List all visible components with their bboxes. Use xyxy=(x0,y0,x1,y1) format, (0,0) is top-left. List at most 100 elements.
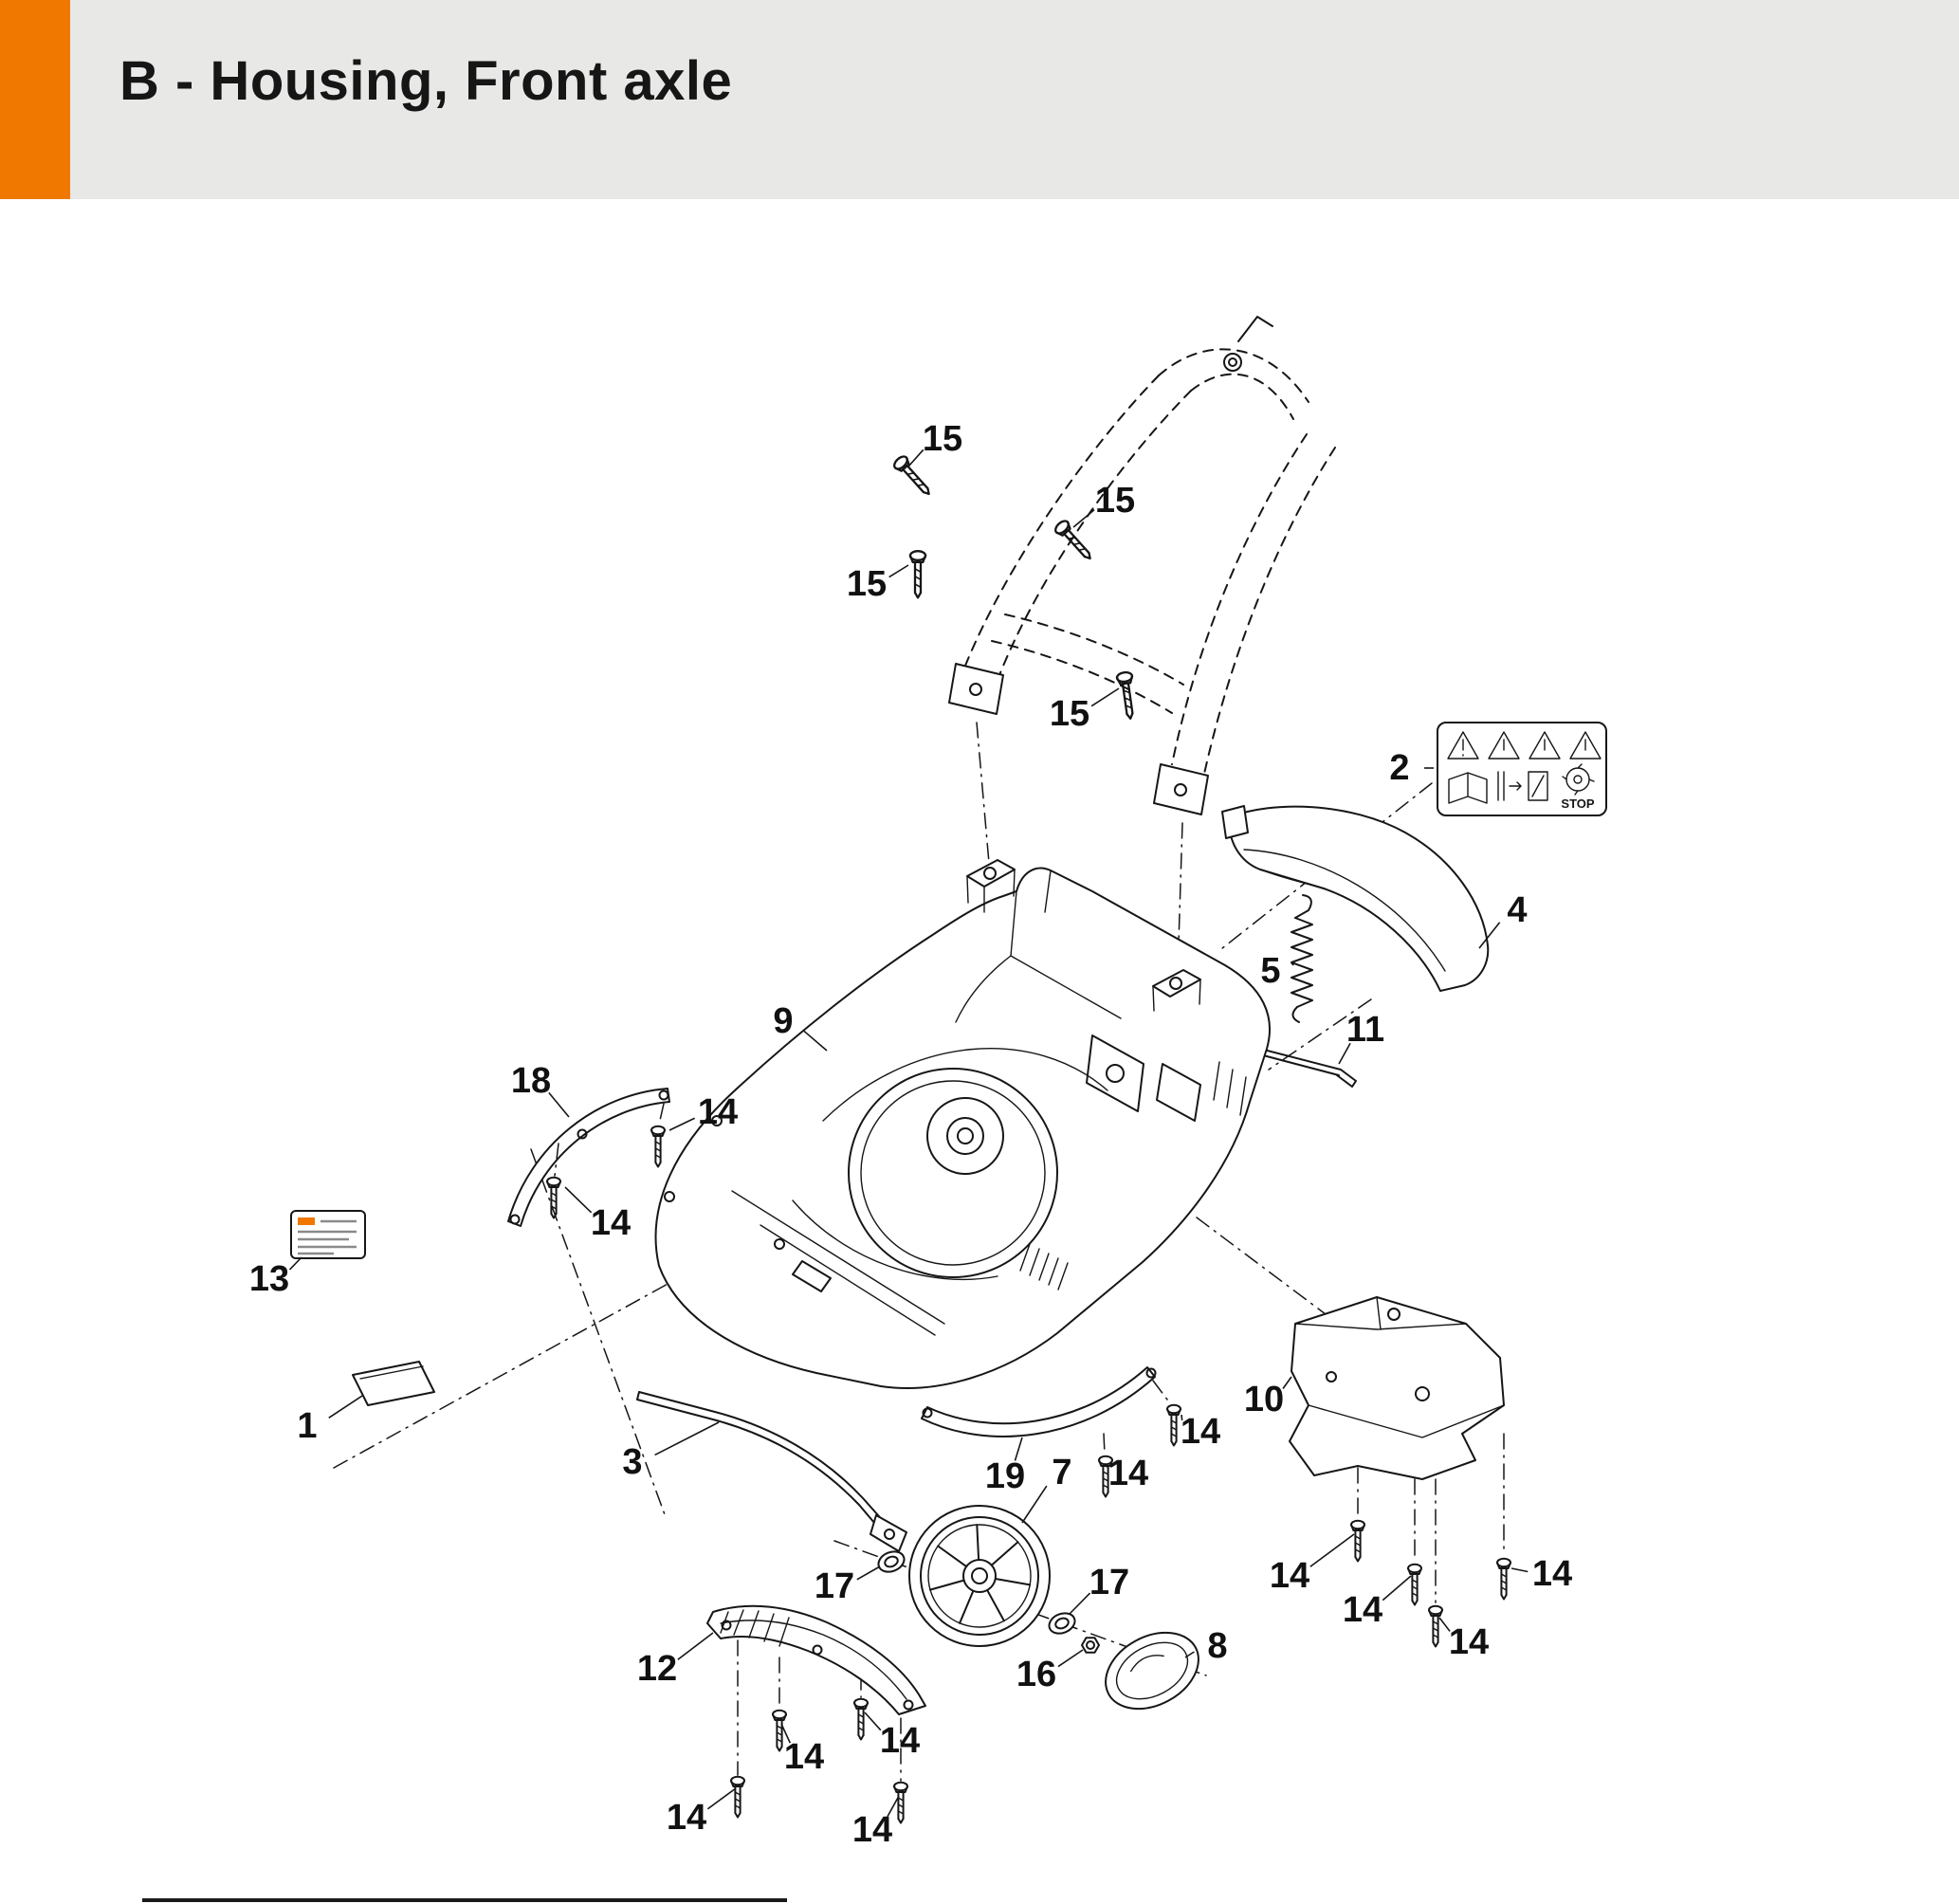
screw-icon xyxy=(650,1125,666,1168)
part-nut xyxy=(1081,1637,1100,1654)
callout-17: 17 xyxy=(1089,1563,1129,1602)
callout-leader xyxy=(1282,1376,1292,1389)
part-trim-strip-right xyxy=(921,1366,1171,1455)
stop-blade-icon xyxy=(1562,763,1595,796)
screw-icon xyxy=(908,550,927,599)
screw-icon xyxy=(1166,1403,1181,1447)
callout-2: 2 xyxy=(1389,748,1409,788)
callout-leader xyxy=(328,1395,363,1419)
callout-leader xyxy=(803,1030,828,1052)
part-rating-label xyxy=(290,1210,366,1259)
washer-icon xyxy=(1045,1608,1079,1639)
callout-14: 14 xyxy=(698,1092,738,1132)
callout-leader xyxy=(1478,922,1501,949)
callout-leader xyxy=(888,564,909,578)
callout-leader xyxy=(1072,509,1095,528)
callout-leader xyxy=(780,1723,792,1744)
callout-leader xyxy=(1057,1649,1084,1668)
screw-icon xyxy=(893,1781,908,1824)
part-card xyxy=(352,1361,435,1406)
callout-18: 18 xyxy=(511,1061,551,1101)
callout-leader xyxy=(654,1421,720,1456)
callout-14: 14 xyxy=(852,1810,892,1850)
callout-leader xyxy=(1181,1414,1183,1421)
callout-9: 9 xyxy=(773,1001,793,1041)
callout-14: 14 xyxy=(1181,1412,1220,1452)
callout-15: 15 xyxy=(1050,694,1089,734)
callout-17: 17 xyxy=(815,1566,854,1606)
callout-leader xyxy=(864,1712,882,1731)
part-housing-deck xyxy=(654,859,1271,1389)
callout-leader xyxy=(706,1787,737,1810)
part-trim-strip-left xyxy=(507,1088,670,1227)
manual-book-icon xyxy=(1448,772,1488,804)
label-logo-mark xyxy=(298,1217,315,1225)
callout-leader xyxy=(1510,1567,1529,1573)
warning-triangle-icon xyxy=(1447,731,1602,760)
callout-3: 3 xyxy=(622,1442,642,1482)
callout-14: 14 xyxy=(591,1203,631,1243)
part-front-axle xyxy=(636,1391,907,1552)
callout-leader xyxy=(564,1186,593,1214)
callout-19: 19 xyxy=(985,1456,1025,1496)
callout-14: 14 xyxy=(1270,1556,1309,1596)
part-warning-label: STOP xyxy=(1437,722,1607,816)
part-handlebar xyxy=(948,316,1336,815)
callout-leader xyxy=(1021,1485,1048,1524)
callout-10: 10 xyxy=(1244,1380,1284,1419)
callout-1: 1 xyxy=(297,1406,317,1446)
callout-13: 13 xyxy=(249,1259,289,1299)
callout-leader xyxy=(856,1565,881,1581)
part-wheel-cap xyxy=(1105,1631,1199,1711)
callout-14: 14 xyxy=(667,1798,706,1838)
part-bumper xyxy=(706,1604,926,1782)
callout-leader xyxy=(887,1795,900,1818)
pictogram-icon xyxy=(1497,771,1548,801)
callout-leader xyxy=(1338,1042,1351,1065)
page-title: B - Housing, Front axle xyxy=(119,50,733,112)
callout-leader xyxy=(668,1117,695,1131)
stop-text: STOP xyxy=(1561,796,1594,811)
callout-14: 14 xyxy=(1532,1554,1572,1594)
callout-leader xyxy=(1309,1533,1355,1567)
screw-icon xyxy=(853,1697,869,1741)
callout-11: 11 xyxy=(1346,1010,1384,1050)
callout-leader xyxy=(1069,1592,1091,1615)
callout-4: 4 xyxy=(1507,890,1527,930)
callout-16: 16 xyxy=(1016,1655,1056,1694)
callout-14: 14 xyxy=(784,1737,824,1777)
callout-14: 14 xyxy=(1449,1622,1489,1662)
brand-accent-bar xyxy=(0,0,70,199)
callout-12: 12 xyxy=(637,1649,677,1689)
part-wheel xyxy=(908,1505,1051,1647)
screw-icon xyxy=(1115,669,1140,722)
callout-14: 14 xyxy=(1108,1454,1148,1493)
washer-icon xyxy=(874,1547,908,1577)
callout-15: 15 xyxy=(923,419,962,459)
screw-icon xyxy=(1496,1557,1511,1601)
callout-leader xyxy=(1291,962,1294,966)
callout-leader xyxy=(1106,1465,1112,1468)
callout-15: 15 xyxy=(1095,481,1135,521)
screw-icon xyxy=(1350,1519,1365,1563)
callout-leader xyxy=(1090,687,1120,707)
screw-icon xyxy=(1428,1604,1443,1648)
callout-5: 5 xyxy=(1260,951,1280,991)
callout-8: 8 xyxy=(1207,1626,1227,1666)
part-spring xyxy=(1291,894,1313,1023)
screw-icon xyxy=(730,1775,745,1819)
callout-14: 14 xyxy=(880,1721,920,1761)
part-housing-lower xyxy=(1289,1296,1505,1603)
callout-14: 14 xyxy=(1343,1590,1382,1630)
callout-leader xyxy=(288,1256,302,1271)
callout-leader xyxy=(1438,1617,1451,1632)
callout-leader xyxy=(907,449,925,467)
callout-leader xyxy=(1184,1651,1195,1658)
callout-leader xyxy=(1014,1437,1023,1461)
screw-icon xyxy=(1407,1563,1422,1606)
callout-15: 15 xyxy=(847,564,887,604)
callout-leader xyxy=(548,1091,570,1118)
